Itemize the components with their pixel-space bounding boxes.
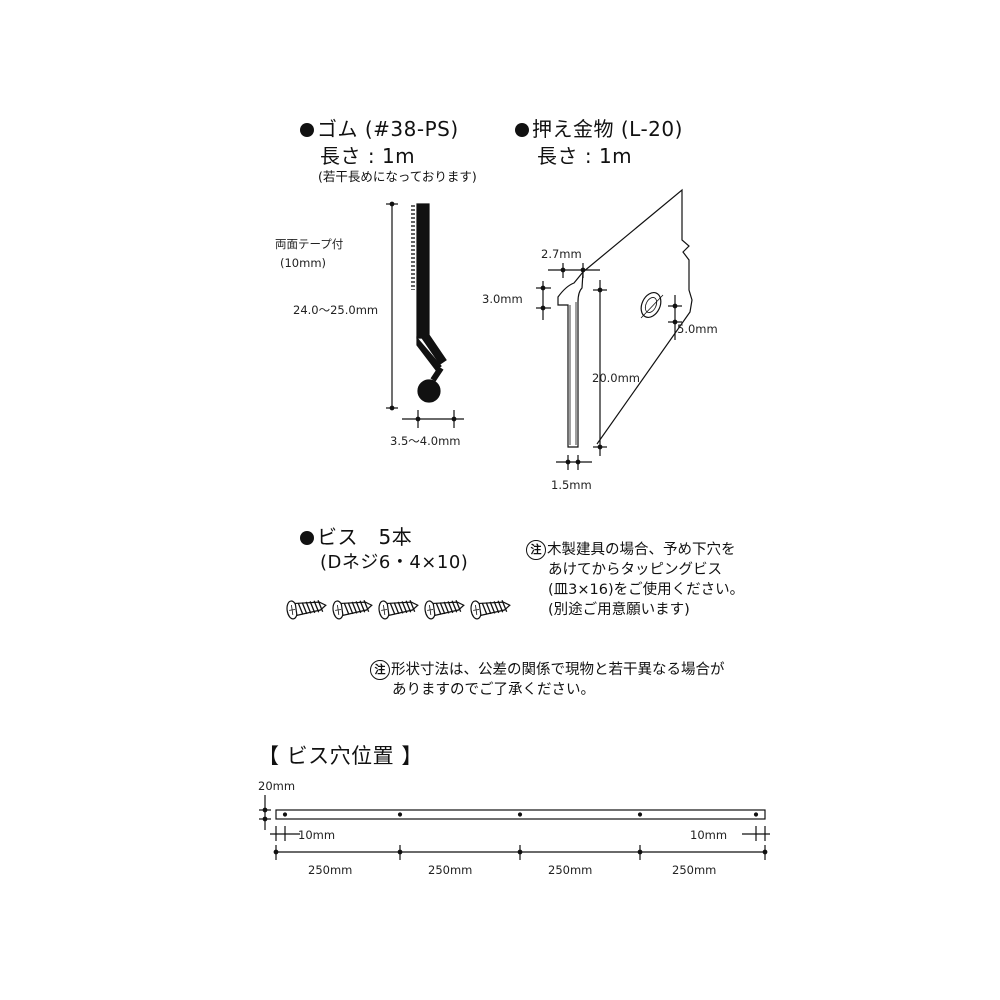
bracket-profile-drawing [536, 188, 693, 470]
note-shape: 注形状寸法は、公差の関係で現物と若干異なる場合が ありますのでご了承ください。 [370, 660, 725, 700]
bracket-length: 長さ : 1m [537, 144, 633, 168]
note-wood: 注木製建具の場合、予め下穴を あけてからタッピングビス (皿3×16)をご使用く… [526, 540, 744, 620]
bullet-icon [300, 531, 314, 545]
tape-label: 両面テープ付 [275, 237, 344, 251]
rubber-profile-drawing [386, 201, 464, 428]
note-shape-line-1: 形状寸法は、公差の関係で現物と若干異なる場合が [391, 662, 725, 678]
rubber-width-dim: 3.5〜4.0mm [390, 434, 461, 448]
note-wood-line-3: (皿3×16)をご使用ください。 [548, 582, 745, 598]
hole-spacing-4: 250mm [672, 863, 717, 877]
note-wood-line-2: あけてからタッピングビス [548, 562, 722, 578]
screw-icon [424, 600, 465, 620]
hole-position-drawing [259, 795, 770, 860]
rubber-length-note: (若干長めになっております) [318, 169, 477, 184]
rubber-title: ゴム (#38-PS) [300, 113, 459, 142]
note-mark-icon: 注 [370, 660, 390, 680]
bracket-dim-thickness: 1.5mm [551, 478, 592, 492]
bracket-title-text: 押え金物 (L-20) [532, 117, 683, 141]
note-wood-line-4: (別途ご用意願います) [548, 602, 690, 618]
rubber-title-text: ゴム (#38-PS) [317, 117, 459, 141]
bracket-dim-lip: 3.0mm [482, 292, 523, 306]
hole-edge-dim: 20mm [258, 779, 296, 793]
hole-right-margin: 10mm [690, 828, 728, 842]
note-mark-icon: 注 [526, 540, 546, 560]
screws-spec: (Dネジ6・4×10) [320, 552, 469, 573]
screw-icon [286, 600, 327, 620]
hole-spacing-3: 250mm [548, 863, 593, 877]
screw-icon [378, 600, 419, 620]
note-wood-line-1: 木製建具の場合、予め下穴を [547, 542, 736, 558]
rubber-length: 長さ : 1m [320, 144, 416, 168]
bracket-title: 押え金物 (L-20) [515, 113, 683, 142]
hole-spacing-2: 250mm [428, 863, 473, 877]
note-shape-line-2: ありますのでご了承ください。 [392, 682, 595, 698]
hole-left-margin: 10mm [298, 828, 336, 842]
hole-spacing-1: 250mm [308, 863, 353, 877]
screws-illustration [286, 600, 511, 620]
bracket-dim-top: 2.7mm [541, 247, 582, 261]
screws-title: ビス 5本 [300, 521, 412, 550]
screws-title-text: ビス 5本 [317, 525, 413, 549]
screw-icon [332, 600, 373, 620]
bracket-dim-height: 20.0mm [592, 371, 641, 385]
tape-size: (10mm) [280, 256, 327, 270]
bullet-icon [300, 123, 314, 137]
bullet-icon [515, 123, 529, 137]
bracket-dim-hole: 5.0mm [677, 322, 718, 336]
rubber-height-dim: 24.0〜25.0mm [293, 303, 379, 317]
screw-icon [470, 600, 511, 620]
hole-position-title: 【 ビス穴位置 】 [258, 744, 423, 768]
